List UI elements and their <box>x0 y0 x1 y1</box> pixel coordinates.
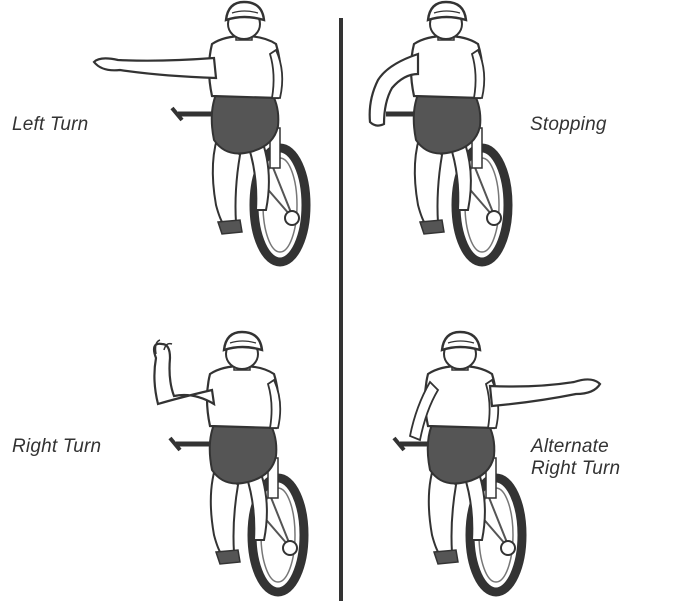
left-turn-label: Left Turn <box>12 114 88 136</box>
right-turn-label: Right Turn <box>12 436 101 458</box>
alternate-right-turn-label: Alternate Right Turn <box>531 436 620 480</box>
left-turn-figure <box>94 2 306 262</box>
stopping-figure <box>370 2 508 262</box>
stopping-label: Stopping <box>530 114 607 136</box>
right-turn-figure <box>154 332 304 592</box>
